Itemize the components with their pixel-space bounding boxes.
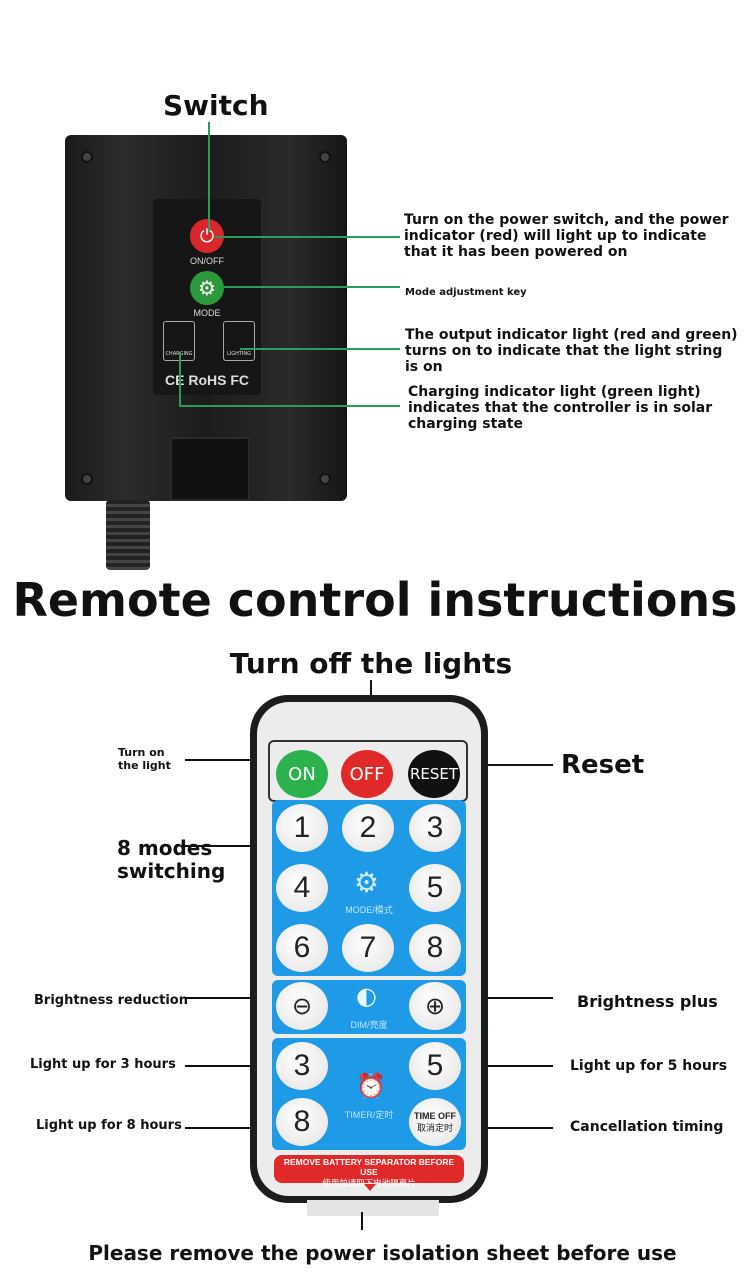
cert-marks: CE RoHS FC: [165, 372, 249, 388]
leader-line: [487, 1127, 553, 1129]
mode-button[interactable]: ⚙: [190, 271, 224, 305]
brightness-plus-button[interactable]: ⊕: [409, 982, 461, 1030]
screw: [81, 473, 93, 485]
banner-en: REMOVE BATTERY SEPARATOR BEFORE USE: [283, 1157, 455, 1177]
mode-label: MODE: [193, 308, 221, 318]
brightness-minus-icon: ⊖: [291, 992, 313, 1020]
label-3-hours: Light up for 3 hours: [30, 1057, 176, 1072]
mode-8-button[interactable]: 8: [409, 924, 461, 972]
leader-line: [361, 1212, 363, 1230]
lighting-indicator: LIGHTING: [223, 321, 255, 361]
leader-line: [179, 405, 400, 407]
remote-control: ON OFF RESET 1 2 3 4 ⚙ MODE/模式 5 6 7 8 ⊖…: [250, 695, 488, 1203]
label-reset: Reset: [561, 750, 645, 780]
leader-line: [179, 352, 181, 406]
leader-line: [487, 1065, 553, 1067]
brightness-minus-button[interactable]: ⊖: [276, 982, 328, 1030]
charging-label: CHARGING: [165, 351, 192, 357]
remote-heading: Remote control instructions: [12, 573, 738, 627]
time-off-label: TIME OFF: [414, 1110, 456, 1121]
leader-line: [215, 236, 400, 238]
leader-line: [224, 286, 400, 288]
mode-7-button[interactable]: 7: [342, 924, 394, 972]
timer-panel: 3 5 ⏰ TIMER/定时 8 TIME OFF 取消定时: [272, 1038, 466, 1150]
gear-icon: ⚙: [198, 276, 216, 300]
annotation-mode: Mode adjustment key: [405, 287, 527, 298]
label-brightness-plus: Brightness plus: [577, 992, 718, 1011]
dim-label: DIM/亮度: [350, 1020, 388, 1030]
connector: [106, 500, 150, 570]
brightness-plus-icon: ⊕: [424, 992, 446, 1020]
label-5-hours: Light up for 5 hours: [570, 1058, 728, 1074]
mode-6-button[interactable]: 6: [276, 924, 328, 972]
screw: [319, 473, 331, 485]
timer-label: TIMER/定时: [344, 1110, 394, 1120]
battery-banner: REMOVE BATTERY SEPARATOR BEFORE USE 使用前请…: [274, 1155, 464, 1188]
alarm-clock-icon: ⏰: [356, 1072, 386, 1100]
screw: [319, 151, 331, 163]
leader-line: [185, 1065, 251, 1067]
leader-line: [185, 997, 251, 999]
brightness-icon: ◐: [356, 982, 377, 1010]
leader-line: [487, 764, 553, 766]
cable-flap: [170, 437, 250, 501]
mode-3-button[interactable]: 3: [409, 804, 461, 852]
onoff-label: ON/OFF: [190, 256, 224, 266]
leader-line: [370, 680, 372, 698]
mode-1-button[interactable]: 1: [276, 804, 328, 852]
mode-label: MODE/模式: [345, 905, 393, 915]
label-8-modes: 8 modes switching: [117, 836, 226, 883]
leader-line: [185, 759, 251, 761]
leader-line: [185, 1127, 251, 1129]
leader-line: [208, 122, 210, 232]
timer-8h-button[interactable]: 8: [276, 1098, 328, 1146]
screw: [81, 151, 93, 163]
controller-device: ⏻ ON/OFF ⚙ MODE CHARGING LIGHTING CE RoH…: [65, 135, 347, 501]
label-8-hours: Light up for 8 hours: [36, 1118, 182, 1133]
mode-5-button[interactable]: 5: [409, 864, 461, 912]
isolation-sheet: [307, 1200, 439, 1216]
gear-icon: ⚙: [354, 866, 380, 899]
timer-3h-button[interactable]: 3: [276, 1042, 328, 1090]
top-label: Turn off the lights: [229, 647, 513, 680]
annotation-power: Turn on the power switch, and the power …: [404, 212, 729, 261]
leader-line: [487, 997, 553, 999]
switch-title: Switch: [163, 89, 269, 122]
annotation-charging: Charging indicator light (green light) i…: [408, 384, 713, 433]
mode-2-button[interactable]: 2: [342, 804, 394, 852]
leader-line: [185, 845, 251, 847]
label-cancel-timing: Cancellation timing: [570, 1119, 724, 1135]
remote-on-button[interactable]: ON: [276, 750, 328, 798]
power-icon: ⏻: [199, 225, 215, 247]
annotation-output: The output indicator light (red and gree…: [405, 327, 738, 376]
mode-panel: 1 2 3 4 ⚙ MODE/模式 5 6 7 8: [272, 800, 466, 976]
leader-line: [240, 348, 400, 350]
remote-reset-button[interactable]: RESET: [408, 750, 460, 798]
time-off-button[interactable]: TIME OFF 取消定时: [409, 1098, 461, 1146]
timer-5h-button[interactable]: 5: [409, 1042, 461, 1090]
mode-4-button[interactable]: 4: [276, 864, 328, 912]
dim-panel: ⊖ ◐ DIM/亮度 ⊕: [272, 980, 466, 1034]
banner-cn: 使用前请取下电池隔离片: [322, 1178, 416, 1188]
time-off-label-cn: 取消定时: [416, 1122, 453, 1133]
arrow-down-icon: [364, 1184, 376, 1191]
remote-off-button[interactable]: OFF: [341, 750, 393, 798]
label-brightness-reduction: Brightness reduction: [34, 993, 188, 1008]
label-turn-on: Turn on the light: [118, 746, 171, 772]
control-panel: ⏻ ON/OFF ⚙ MODE CHARGING LIGHTING CE RoH…: [153, 199, 261, 395]
footer-note: Please remove the power isolation sheet …: [88, 1241, 677, 1265]
lighting-label: LIGHTING: [226, 351, 252, 357]
